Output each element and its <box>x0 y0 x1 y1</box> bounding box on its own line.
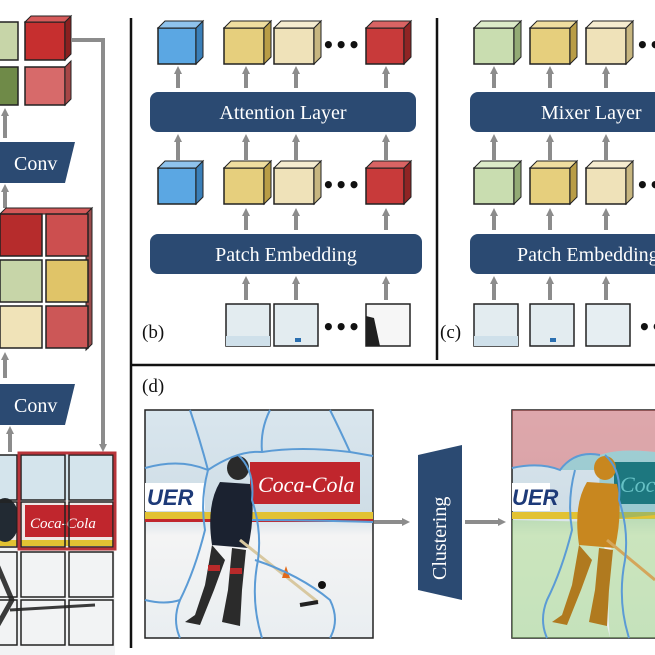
svg-text:Coca: Coca <box>620 472 655 497</box>
b-patch-embedding-label: Patch Embedding <box>215 244 357 266</box>
clustering-block <box>418 445 462 600</box>
panel-b-tag: (b) <box>142 322 164 343</box>
conv-top-label: Conv <box>14 153 57 175</box>
c-patch-embedding-label: Patch Embedding <box>517 244 655 266</box>
b-patch-embedding-block <box>150 234 422 274</box>
panel-a: Conv Conv Coca-Cola <box>0 14 117 655</box>
left-coca-cola-text: Coca-Cola <box>258 472 355 497</box>
hockey-photo-clustered: Coca UER <box>511 409 655 639</box>
mixer-layer-label: Mixer Layer <box>541 102 642 124</box>
conv-block-top <box>0 142 75 183</box>
b-bottom-ellipsis: ••• <box>322 315 360 339</box>
c-embed-tokens: ••• <box>472 159 655 206</box>
conv-mid-label: Conv <box>14 395 57 417</box>
highlight-window <box>17 451 117 551</box>
svg-text:Coca-Cola: Coca-Cola <box>30 516 96 532</box>
attention-layer-label: Attention Layer <box>219 102 347 124</box>
c-mid-ellipsis: ••• <box>636 173 655 197</box>
c-image-patches: ••• <box>473 303 655 347</box>
right-brand-text: UER <box>512 485 559 510</box>
panel-d: (d) Coca-Cola UER <box>142 376 655 639</box>
conv-block-mid <box>0 384 75 425</box>
panel-c-tag: (c) <box>440 322 461 343</box>
b-mid-ellipsis: ••• <box>322 173 360 197</box>
panel-c: ••• Mixer Layer ••• Patch Embedding <box>440 19 655 347</box>
middle-feature-map <box>0 206 94 352</box>
b-output-tokens: ••• <box>156 19 413 66</box>
b-top-ellipsis: ••• <box>322 33 360 57</box>
c-patch-embedding-block <box>470 234 655 274</box>
panel-d-tag: (d) <box>142 376 164 397</box>
input-patch-grid: Coca-Cola <box>0 451 117 655</box>
c-top-ellipsis: ••• <box>636 33 655 57</box>
top-feature-map <box>0 14 73 107</box>
c-bottom-ellipsis: ••• <box>638 315 655 339</box>
hockey-photo-left: Coca-Cola UER <box>144 409 374 639</box>
c-output-tokens: ••• <box>472 19 655 66</box>
clustering-label: Clustering <box>429 497 451 580</box>
panel-b: ••• Attention Layer ••• <box>142 19 422 347</box>
attention-layer-block <box>150 92 416 132</box>
b-embed-tokens: ••• <box>156 159 413 206</box>
left-brand-text: UER <box>147 485 194 510</box>
b-image-patches: ••• <box>225 303 411 347</box>
mixer-layer-block <box>470 92 655 132</box>
